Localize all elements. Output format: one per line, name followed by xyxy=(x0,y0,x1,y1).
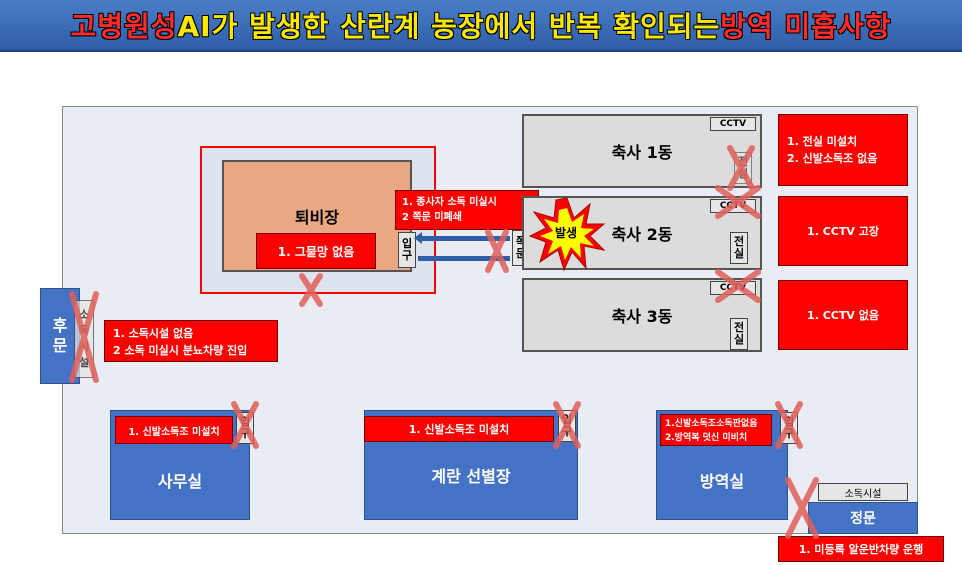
worker-note-line2: 2 쪽문 미폐쇄 xyxy=(402,212,462,223)
barn-3-anteroom-char1: 전 xyxy=(733,321,745,334)
manure-entrance-char2: 구 xyxy=(401,249,413,262)
barn-3-anteroom-char2: 실 xyxy=(733,333,745,346)
manure-entrance: 입 구 xyxy=(398,232,416,268)
rear-gate-disinfection-char4: 설 xyxy=(78,356,90,369)
x-mark-quarantine-door-icon xyxy=(775,401,803,449)
barn-2-anteroom-char2: 실 xyxy=(733,247,745,260)
manure-shed-label: 퇴비장 xyxy=(294,208,340,227)
egg-sorting-label: 계란 선별장 xyxy=(431,467,511,486)
x-mark-barn1-cctv-icon xyxy=(715,185,761,219)
barn-1-note-2: 2. 신발소독조 없음 xyxy=(787,152,878,165)
rear-gate-notes: 1. 소독시설 없음 2 소독 미실시 분뇨차량 진입 xyxy=(104,320,278,362)
outbreak-label-text: 발생 xyxy=(554,225,578,240)
barn-3-notes: 1. CCTV 없음 xyxy=(778,280,908,350)
barn-2-anteroom: 전 실 xyxy=(730,232,748,264)
quarantine-door-char2: 구 xyxy=(783,427,795,440)
side-door-char1: 쪽 xyxy=(515,235,527,248)
x-mark-manure-icon xyxy=(299,273,323,307)
main-gate-label: 정문 xyxy=(850,511,876,527)
barn-2-note-1: 1. CCTV 고장 xyxy=(807,225,879,238)
main-gate: 정문 xyxy=(808,502,918,534)
rear-gate-char1: 후 xyxy=(52,316,68,335)
barn-1-note-1: 1. 전실 미설치 xyxy=(787,135,858,148)
outbreak-label: 발생 xyxy=(538,222,594,242)
title-red-part1: 고병원성 xyxy=(70,10,178,43)
office-door-char2: 구 xyxy=(239,427,251,440)
x-mark-barn1-anteroom-icon xyxy=(727,145,755,191)
barn-1-notes: 1. 전실 미설치 2. 신발소독조 없음 xyxy=(778,114,908,186)
manure-entrance-char1: 입 xyxy=(401,237,413,250)
office-note-text: 1. 신발소독조 미설치 xyxy=(128,426,220,438)
quarantine-note: 1.신발소독조소독판없음 2.방역복 덧신 미비치 xyxy=(660,414,772,446)
barn-1-label: 축사 1동 xyxy=(611,143,673,162)
outbreak-burst-icon xyxy=(528,197,606,272)
rear-gate-note-2: 2 소독 미실시 분뇨차량 진입 xyxy=(113,344,248,357)
title-red-part2: 방역 미흡사항 xyxy=(720,10,892,43)
title-yellow-part: AI가 발생한 산란계 농장에서 반복 확인되는 xyxy=(177,10,721,43)
office-label: 사무실 xyxy=(157,472,203,491)
barn-3-anteroom: 전 실 xyxy=(730,318,748,350)
egg-door-char2: 구 xyxy=(561,425,573,438)
title-banner: 고병원성 AI가 발생한 산란계 농장에서 반복 확인되는 방역 미흡사항 xyxy=(0,0,962,52)
rear-gate-char2: 문 xyxy=(52,336,68,355)
manure-net-note: 1. 그물망 없음 xyxy=(256,233,376,269)
rear-gate-note-1: 1. 소독시설 없음 xyxy=(113,327,194,340)
x-mark-main-gate-icon xyxy=(785,477,819,539)
main-gate-note: 1. 미등록 알운반차량 운행 xyxy=(778,536,944,562)
manure-net-note-text: 1. 그물망 없음 xyxy=(277,244,355,259)
barn-2-label: 축사 2동 xyxy=(611,225,673,244)
rear-gate-disinfection-char1: 소 xyxy=(78,308,90,321)
main-gate-disinfection-text: 소독시설 xyxy=(844,488,882,500)
egg-note: 1. 신발소독조 미설치 xyxy=(364,416,554,442)
corridor-top xyxy=(418,236,510,241)
quarantine-label: 방역실 xyxy=(699,472,745,491)
worker-note-line1: 1. 종사자 소독 미실시 xyxy=(402,197,497,208)
egg-note-text: 1. 신발소독조 미설치 xyxy=(408,423,510,436)
barn-1-cctv-text: CCTV xyxy=(719,119,747,129)
x-mark-egg-door-icon xyxy=(553,401,581,449)
x-mark-side-door-icon xyxy=(485,229,509,273)
barn-2-anteroom-char1: 전 xyxy=(733,235,745,248)
corridor-bottom xyxy=(418,256,510,261)
quarantine-note-2: 2.방역복 덧신 미비치 xyxy=(665,433,748,443)
main-gate-disinfection: 소독시설 xyxy=(818,483,908,501)
corridor-arrow-icon xyxy=(414,232,422,244)
x-mark-rear-gate-icon xyxy=(69,291,99,383)
barn-2-notes: 1. CCTV 고장 xyxy=(778,196,908,266)
barn-3-note-1: 1. CCTV 없음 xyxy=(807,309,879,322)
barn-3-label: 축사 3동 xyxy=(611,307,673,326)
office-note: 1. 신발소독조 미설치 xyxy=(115,416,233,444)
barn-1-cctv: CCTV xyxy=(710,117,756,131)
main-gate-note-text: 1. 미등록 알운반차량 운행 xyxy=(798,543,924,556)
barn-1: 축사 1동 xyxy=(522,114,762,188)
side-door-char2: 문 xyxy=(515,247,527,260)
quarantine-note-1: 1.신발소독조소독판없음 xyxy=(665,419,758,429)
x-mark-barn2-cctv-icon xyxy=(715,269,761,303)
x-mark-office-door-icon xyxy=(231,401,259,449)
